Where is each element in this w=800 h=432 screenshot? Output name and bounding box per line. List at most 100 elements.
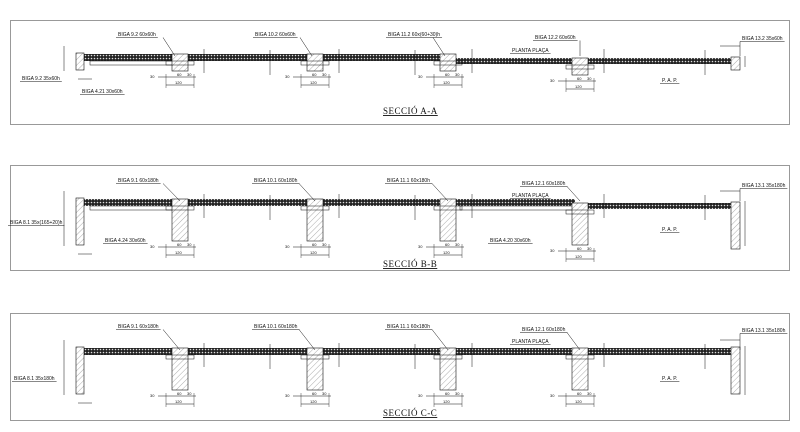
- dimension-text: 30: [187, 391, 192, 396]
- leader-line: [566, 332, 581, 351]
- section-title: SECCIÓ C-C: [383, 408, 437, 418]
- end-beam-left: [75, 346, 85, 395]
- dimension-text: 30: [322, 242, 327, 247]
- beam-label: BIGA 13.2 35x60h: [742, 36, 783, 42]
- dimension-text: 60: [177, 242, 182, 247]
- beam-label: BIGA 12.1 60x180h: [522, 181, 566, 187]
- beam-section: [571, 57, 589, 76]
- end-beam-right: [730, 56, 741, 71]
- dimension-text: 30: [322, 391, 327, 396]
- dimension-text: 30: [550, 78, 555, 83]
- beam-label: BIGA 12.2 60x60h: [535, 35, 576, 41]
- dimension-text: 30: [285, 393, 290, 398]
- leader-line: [298, 183, 316, 202]
- beam-section: [306, 198, 324, 242]
- beam-label: BIGA 10.1 60x180h: [254, 178, 298, 184]
- leader-line: [299, 37, 313, 57]
- slab-lower: [575, 203, 735, 209]
- dimension-text: 120: [175, 80, 182, 85]
- dimension-text: 30: [550, 248, 555, 253]
- dimension-text: 120: [443, 399, 450, 404]
- beam-haunch: [565, 354, 595, 360]
- dimension-text: 30: [187, 242, 192, 247]
- beam-section: [439, 53, 457, 72]
- beam-haunch: [433, 354, 463, 360]
- leader-line: [432, 37, 446, 57]
- beam-haunch: [300, 354, 330, 360]
- dimension-text: 30: [455, 72, 460, 77]
- dimension-text: 30: [418, 244, 423, 249]
- slab: [82, 348, 735, 355]
- dimension-text: 60: [445, 391, 450, 396]
- beam-section: [306, 53, 324, 72]
- leader-line: [431, 329, 449, 351]
- slab: [82, 199, 575, 206]
- slab: [82, 54, 455, 61]
- end-beam-left: [75, 197, 85, 246]
- beam-haunch: [300, 60, 330, 66]
- dimension-text: 120: [575, 399, 582, 404]
- dimension-text: 30: [150, 74, 155, 79]
- beam-label: BIGA 4.20 30x60h: [490, 238, 531, 244]
- beam-section: [171, 53, 189, 72]
- beam-haunch: [165, 60, 195, 66]
- dimension-text: 60: [445, 242, 450, 247]
- secondary-beam: [89, 60, 181, 66]
- beam-label: BIGA 9.2 60x60h: [118, 32, 156, 38]
- beam-label: BIGA 11.1 60x180h: [387, 324, 430, 330]
- end-beam-right: [730, 346, 741, 395]
- beam-section: [306, 347, 324, 391]
- beam-haunch: [433, 60, 463, 66]
- dimension-text: 120: [443, 80, 450, 85]
- beam-label: PLANTA PLAÇA: [512, 339, 549, 345]
- dimension-text: 120: [443, 250, 450, 255]
- dimension-text: 120: [175, 399, 182, 404]
- dimension-text: 30: [285, 244, 290, 249]
- beam-label: PLANTA PLAÇA: [512, 193, 549, 199]
- beam-haunch: [565, 64, 595, 70]
- secondary-beam: [459, 205, 576, 211]
- beam-section: [171, 198, 189, 242]
- dimension-text: 60: [312, 391, 317, 396]
- beam-haunch: [565, 209, 595, 215]
- leader-line: [162, 183, 181, 202]
- beam-section: [571, 347, 589, 391]
- dimension-text: 30: [455, 391, 460, 396]
- dimension-text: 60: [577, 391, 582, 396]
- beam-label: BIGA 9.2 35x60h: [22, 76, 60, 82]
- beam-section: [571, 202, 589, 246]
- dimension-text: 30: [150, 393, 155, 398]
- beam-label: BIGA 10.1 60x180h: [254, 324, 298, 330]
- dimension-text: 30: [418, 393, 423, 398]
- beam-label: BIGA 9.1 60x180h: [118, 324, 159, 330]
- beam-haunch: [165, 354, 195, 360]
- dimension-text: 30: [322, 72, 327, 77]
- dimension-text: 60: [577, 76, 582, 81]
- slab-lower: [455, 58, 735, 64]
- beam-label: BIGA 11.2 60x(60+30)h: [388, 32, 440, 38]
- beam-label: BIGA 4.21 30x60h: [82, 89, 123, 95]
- beam-label: BIGA 4.24 30x60h: [105, 238, 146, 244]
- beam-label: BIGA 10.2 60x60h: [255, 32, 296, 38]
- dimension-text: 30: [187, 72, 192, 77]
- beam-label: BIGA 9.1 60x180h: [118, 178, 159, 184]
- beam-label: P. A. P.: [662, 78, 677, 84]
- dimension-text: 30: [587, 76, 592, 81]
- dimension-text: 60: [445, 72, 450, 77]
- beam-section: [439, 347, 457, 391]
- section-frame: [10, 313, 790, 421]
- dimension-text: 30: [550, 393, 555, 398]
- leader-line: [162, 37, 176, 57]
- beam-label: BIGA 12.1 60x180h: [522, 327, 566, 333]
- dimension-text: 60: [177, 391, 182, 396]
- dimension-text: 120: [310, 399, 317, 404]
- dimension-text: 120: [175, 250, 182, 255]
- beam-label: BIGA 11.1 60x180h: [387, 178, 430, 184]
- beam-label: BIGA 8.1 35x180h: [14, 376, 55, 382]
- dimension-text: 30: [587, 246, 592, 251]
- secondary-beam: [89, 205, 181, 211]
